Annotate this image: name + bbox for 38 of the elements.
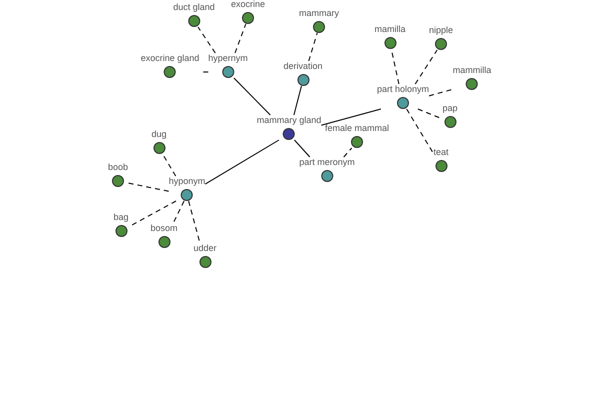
node-label: female mammal: [325, 123, 389, 133]
node-label: mammary: [299, 8, 339, 18]
node-label: derivation: [283, 61, 323, 71]
node-label: dug: [151, 129, 167, 139]
node-label: mammilla: [452, 65, 492, 75]
connector-line: [320, 108, 382, 126]
node-label: mammary gland: [256, 115, 322, 125]
dashed-line: [234, 24, 246, 54]
dashed-line: [414, 50, 438, 84]
node-label: teat: [434, 147, 448, 157]
node-label: nipple: [428, 25, 454, 35]
connector-line: [294, 140, 310, 158]
dashed-line: [406, 108, 434, 154]
node-label: pap: [442, 103, 458, 113]
dashed-line: [428, 88, 454, 96]
connector-line: [204, 140, 280, 185]
node-label: part holonym: [376, 84, 430, 94]
node-label: mamilla: [374, 24, 406, 34]
node-label: bag: [113, 212, 129, 222]
node-label: boob: [108, 162, 128, 172]
dashed-line: [128, 182, 170, 192]
connector-line: [233, 78, 271, 116]
node-label: bosom: [150, 223, 178, 233]
dashed-line: [308, 32, 318, 62]
dashed-line: [128, 200, 176, 228]
node-label: hyponym: [168, 176, 206, 186]
node-label: exocrine gland: [140, 53, 200, 63]
node-label: duct gland: [173, 2, 215, 12]
node-label: udder: [193, 243, 217, 253]
dashed-line: [188, 200, 200, 244]
node-label: part meronym: [299, 157, 355, 167]
node-label: exocrine: [230, 0, 266, 9]
dashed-line: [198, 26, 216, 54]
dashed-line: [343, 148, 352, 158]
dashed-line: [162, 154, 176, 176]
dashed-line: [172, 200, 185, 224]
connector-line: [293, 86, 302, 116]
node-label: hypernym: [208, 53, 248, 63]
